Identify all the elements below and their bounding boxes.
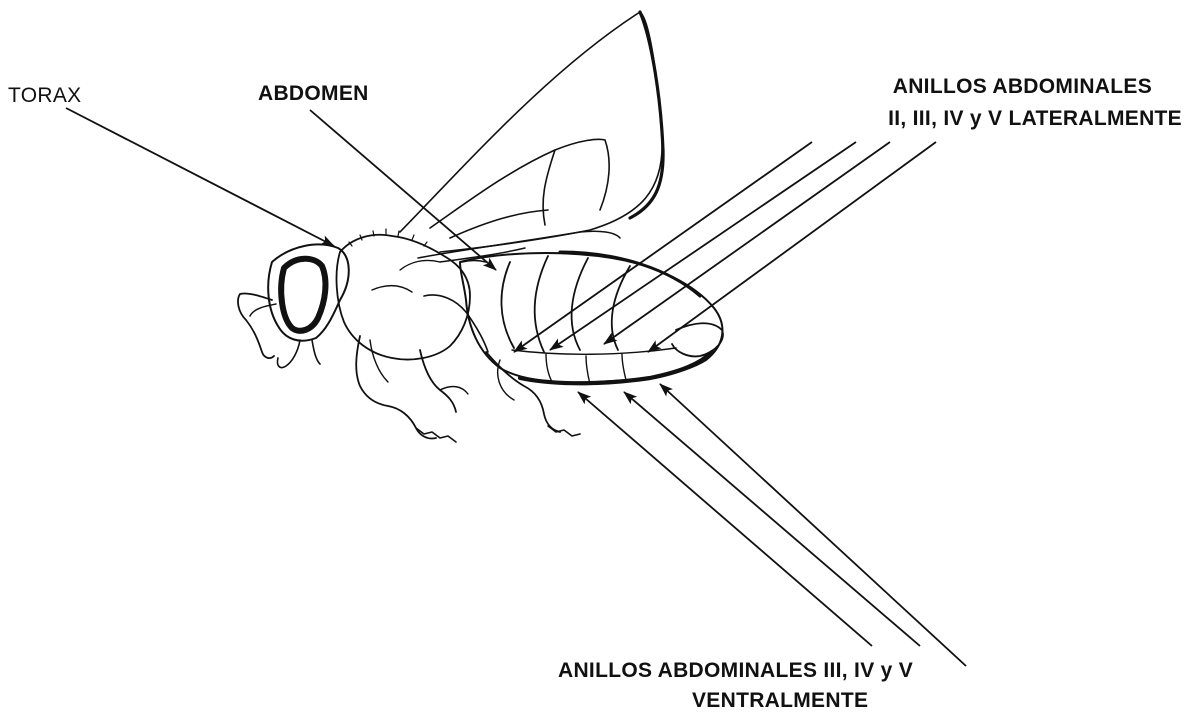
arrow-torax — [66, 108, 334, 246]
arrow-abdomen — [310, 110, 496, 270]
arrow-ventral-ring-5 — [660, 384, 966, 666]
arrow-lateral-ring-5 — [648, 142, 936, 352]
arrow-ventral-ring-4 — [624, 392, 920, 646]
arrow-ventral-ring-3 — [578, 392, 872, 646]
arrow-lateral-ring-3 — [550, 142, 856, 350]
arrow-lateral-ring-4 — [604, 142, 890, 344]
abdomen — [460, 252, 723, 384]
leader-arrows — [66, 108, 966, 666]
label-ventral-title: ANILLOS ABDOMINALES III, IV y V — [558, 658, 913, 684]
label-ventral-position: VENTRALMENTE — [692, 688, 868, 714]
label-lateral-title: ANILLOS ABDOMINALES — [893, 74, 1152, 100]
label-abdomen: ABDOMEN — [258, 81, 369, 107]
label-lateral-rings: II, III, IV y V LATERALMENTE — [888, 106, 1182, 132]
thorax — [337, 229, 580, 442]
head — [238, 244, 349, 367]
label-torax: TORAX — [8, 83, 81, 109]
hindwing — [418, 231, 620, 262]
forewing — [400, 12, 663, 252]
